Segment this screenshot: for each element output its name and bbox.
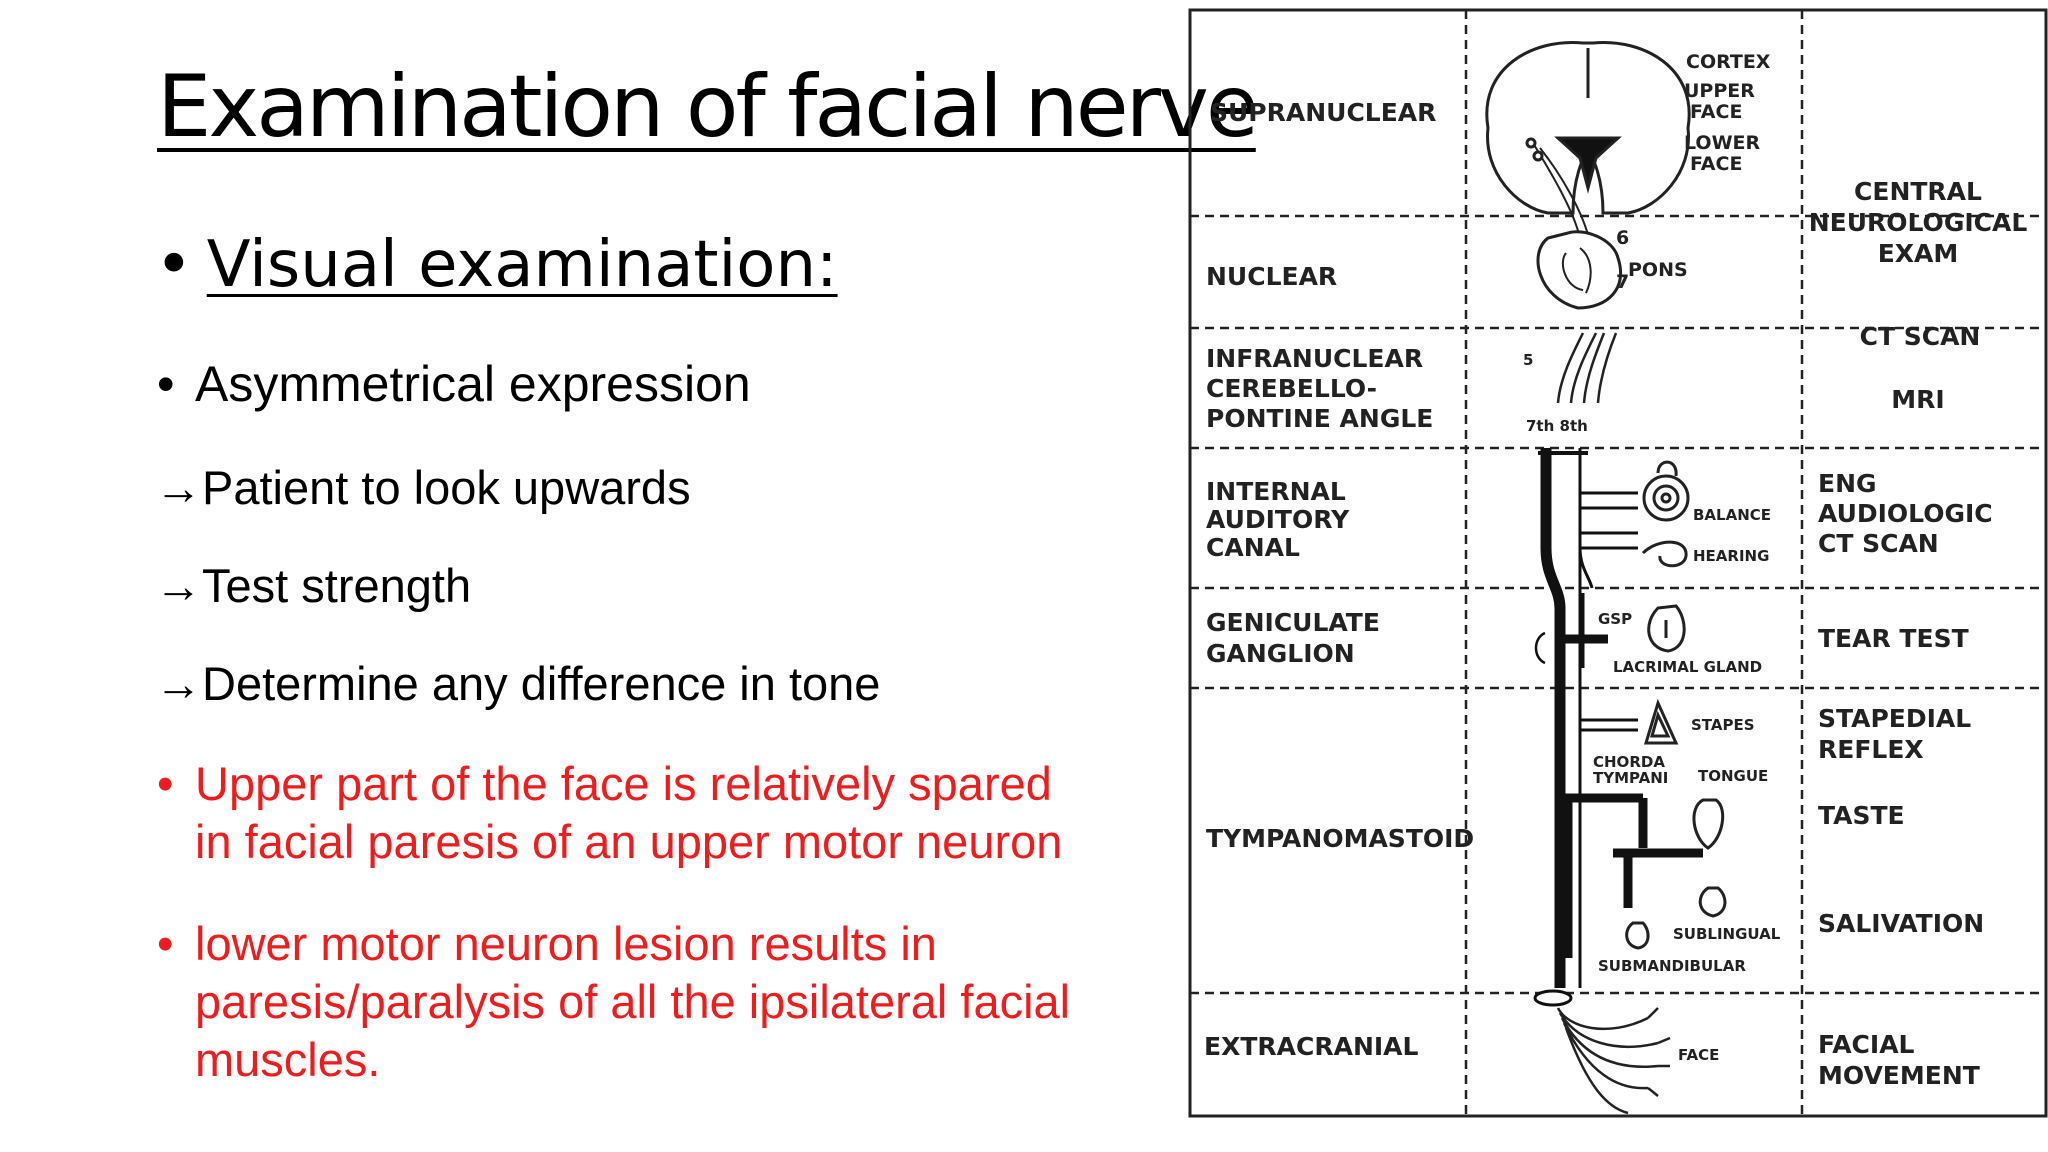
item-text: Patient to look upwards (202, 461, 691, 514)
red-text-line: muscles. (195, 1033, 381, 1086)
anatomy-label: LOWER (1684, 132, 1761, 154)
level-label: EXTRACRANIAL (1204, 1032, 1419, 1061)
anatomy-label: 5 (1523, 351, 1533, 369)
level-label: INFRANUCLEAR (1206, 344, 1423, 373)
anatomy-label: 6 (1616, 227, 1629, 249)
level-label: AUDITORY (1206, 505, 1350, 534)
red-text-line: lower motor neuron lesion results in (195, 917, 937, 970)
anatomy-label: 7 (1616, 271, 1629, 293)
anatomy-label: 7th 8th (1526, 417, 1588, 435)
item-difference-in-tone: →Determine any difference in tone (155, 656, 880, 711)
heading-bullet: • (155, 228, 193, 302)
test-label: ENG (1818, 469, 1877, 498)
diagram-frame (1188, 8, 2048, 1118)
item-look-upwards: →Patient to look upwards (155, 460, 691, 515)
bullet-dot: • (157, 757, 174, 810)
inner-ear-icon (1641, 460, 1690, 568)
row-dividers (1190, 214, 2046, 995)
face-branches-icon (1556, 1007, 1671, 1115)
pons-icon (1536, 230, 1623, 310)
bullet-dot: • (157, 917, 174, 970)
level-label: PONTINE ANGLE (1206, 404, 1433, 433)
test-label: NEUROLOGICAL (1809, 208, 2028, 237)
test-label: CENTRAL (1854, 177, 1982, 206)
bullet-dot: • (157, 356, 175, 412)
item-test-strength: →Test strength (155, 558, 471, 613)
arrow-icon: → (155, 461, 202, 514)
item-text: Test strength (202, 559, 472, 612)
cranial-nerves-icon (1556, 332, 1618, 404)
anatomy-label: BALANCE (1693, 506, 1771, 524)
section-heading: •Visual examination: (155, 228, 838, 302)
anatomy-label: PONS (1628, 259, 1688, 281)
item-asymmetrical-expression: • Asymmetrical expression (157, 355, 751, 413)
heading-text: Visual examination: (206, 228, 838, 302)
anatomy-label: SUBLINGUAL (1673, 925, 1781, 943)
anatomy-label: UPPER (1684, 80, 1755, 102)
red-bullet-lower-motor-neuron: • lower motor neuron lesion results in pa… (157, 915, 1070, 1089)
red-text-line: in facial paresis of an upper motor neur… (195, 815, 1063, 868)
level-label: CEREBELLO- (1206, 374, 1377, 403)
anatomy-label: FACE (1690, 101, 1742, 123)
stapes-icon (1643, 698, 1679, 745)
anatomy-label: LACRIMAL GLAND (1613, 658, 1762, 676)
slide-title: Examination of facial nerve (157, 57, 1259, 157)
test-label: SALIVATION (1818, 909, 1984, 938)
level-label: NUCLEAR (1206, 262, 1337, 291)
anatomy-label: FACE (1678, 1046, 1719, 1064)
level-label: GENICULATE (1206, 608, 1380, 637)
anatomy-label: CORTEX (1686, 51, 1771, 73)
red-bullet-upper-motor-neuron: • Upper part of the face is relatively sp… (157, 755, 1062, 871)
anatomy-label: HEARING (1693, 547, 1769, 565)
test-label: AUDIOLOGIC (1818, 499, 1993, 528)
anatomy-label: SUBMANDIBULAR (1598, 957, 1746, 975)
level-label: TYMPANOMASTOID (1206, 824, 1474, 853)
test-label: TASTE (1818, 801, 1905, 830)
anatomy-label: FACE (1690, 153, 1742, 175)
facial-nerve-diagram: SUPRANUCLEAR NUCLEAR INFRANUCLEAR CEREBE… (1188, 8, 2048, 1118)
anatomy-label: TONGUE (1698, 767, 1768, 785)
anatomy-label: GSP (1598, 610, 1632, 628)
arrow-icon: → (155, 559, 202, 612)
test-label: CT SCAN (1818, 529, 1939, 558)
test-label: MOVEMENT (1818, 1061, 1980, 1090)
level-label: CANAL (1206, 533, 1300, 562)
arrow-icon: → (155, 657, 202, 710)
brain-cortex-icon (1485, 40, 1691, 244)
level-label: INTERNAL (1206, 477, 1346, 506)
test-label: STAPEDIAL (1818, 704, 1971, 733)
red-text-line: Upper part of the face is relatively spa… (195, 757, 1052, 810)
test-label: REFLEX (1818, 735, 1924, 764)
test-label: CT SCAN (1860, 322, 1981, 351)
level-label: GANGLION (1206, 639, 1355, 668)
test-label: EXAM (1878, 239, 1959, 268)
red-text-line: paresis/paralysis of all the ipsilateral… (195, 975, 1071, 1028)
salivary-gland-icon (1625, 886, 1727, 950)
test-label: FACIAL (1818, 1030, 1915, 1059)
test-label: TEAR TEST (1818, 624, 1969, 653)
facial-nerve-trunk (1533, 448, 1703, 1007)
level-label: SUPRANUCLEAR (1210, 98, 1436, 127)
item-text: Asymmetrical expression (195, 356, 751, 412)
lacrimal-gland-icon (1647, 604, 1686, 653)
anatomy-label: CHORDA (1593, 753, 1665, 771)
test-label: MRI (1891, 385, 1944, 414)
item-text: Determine any difference in tone (202, 657, 881, 710)
tongue-icon (1692, 798, 1725, 850)
anatomy-label: STAPES (1691, 716, 1755, 734)
anatomy-label: TYMPANI (1593, 769, 1668, 787)
